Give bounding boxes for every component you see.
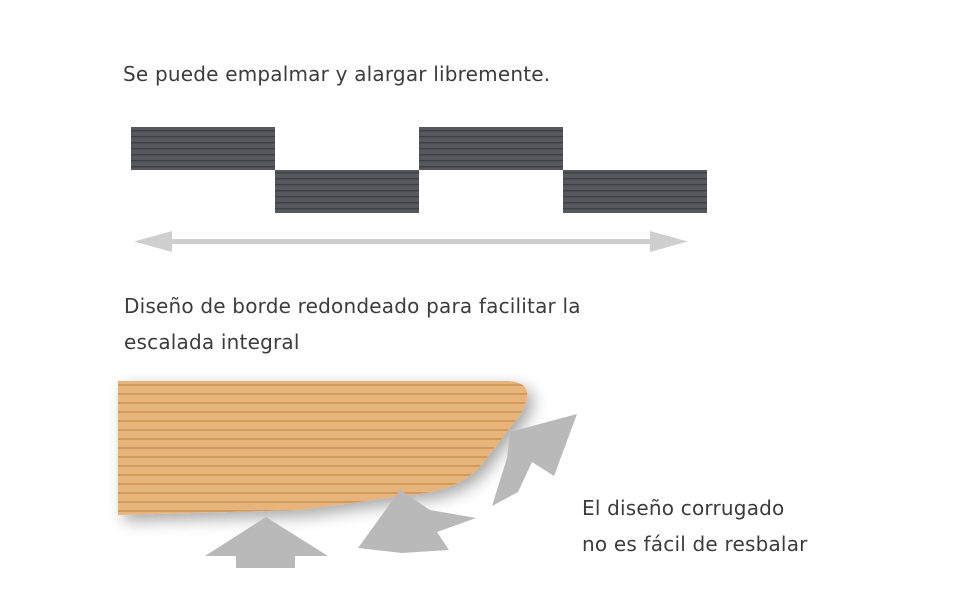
corrugated-line-2: no es fácil de resbalar: [582, 532, 808, 556]
strip-1: [131, 127, 275, 170]
strip-2: [275, 170, 419, 213]
strip-4: [563, 170, 707, 213]
up-arrow-icon: [205, 517, 328, 568]
extend-caption: Se puede empalmar y alargar libremente.: [123, 62, 551, 86]
connected-strips: [131, 127, 707, 213]
corrugated-caption: El diseño corrugado no es fácil de resba…: [582, 490, 808, 562]
strip-3: [419, 127, 563, 170]
rounded-edge-line-2: escalada integral: [124, 330, 300, 354]
up-arrow-icon: [492, 414, 577, 506]
corrugated-line-1: El diseño corrugado: [582, 496, 785, 520]
double-arrow-icon: [134, 231, 688, 252]
rounded-edge-caption: Diseño de borde redondeado para facilita…: [124, 288, 581, 360]
rounded-board: [118, 381, 528, 515]
rounded-edge-line-1: Diseño de borde redondeado para facilita…: [124, 294, 581, 318]
up-arrow-icon: [358, 490, 476, 553]
